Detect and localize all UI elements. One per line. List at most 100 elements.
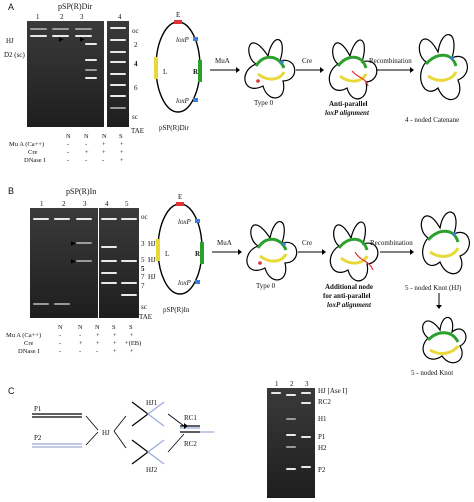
gel-a-main bbox=[27, 21, 104, 127]
gel-label-6: 6 bbox=[134, 84, 138, 92]
row-b-1-v3: + bbox=[113, 332, 117, 339]
plasmid-b-loxp1: loxP bbox=[178, 218, 191, 226]
caption-type0-a: Type 0 bbox=[254, 99, 274, 107]
band bbox=[301, 466, 311, 468]
gel-b-lanes45 bbox=[99, 208, 139, 318]
band bbox=[101, 282, 117, 284]
row-a-3-label: DNase I bbox=[24, 157, 46, 164]
band bbox=[121, 260, 137, 262]
band bbox=[75, 35, 92, 37]
row-a-3-v2: - bbox=[102, 157, 105, 164]
row-b-3-v2: - bbox=[96, 348, 99, 355]
plasmid-b-r: R bbox=[195, 250, 201, 258]
gel-b-main bbox=[30, 208, 98, 318]
gel-label-d2: D2 (sc) bbox=[4, 51, 25, 59]
band bbox=[110, 39, 126, 41]
band bbox=[54, 303, 70, 305]
row-b-3-label: DNase I bbox=[18, 348, 40, 355]
panel-a-letter: A bbox=[8, 2, 15, 12]
row-a-2-v2: + bbox=[102, 149, 106, 156]
plasmid-b-l: L bbox=[165, 250, 170, 258]
lane-num: 2 bbox=[60, 13, 64, 21]
gel-b-label: 7 bbox=[141, 273, 145, 281]
plasmid-a-l: L bbox=[163, 68, 168, 76]
band bbox=[33, 218, 49, 220]
band bbox=[30, 35, 47, 37]
band bbox=[121, 218, 137, 220]
lane-num: 4 bbox=[118, 13, 122, 21]
gel-c-label: RC2 bbox=[318, 398, 331, 406]
gel-c-label: P2 bbox=[318, 466, 326, 474]
band bbox=[101, 260, 117, 262]
band bbox=[110, 84, 126, 86]
row-b-1-v1: - bbox=[79, 332, 82, 339]
label-rc2: RC2 bbox=[184, 440, 197, 448]
band bbox=[301, 402, 311, 404]
step-muA-b: MuA bbox=[217, 239, 232, 247]
panel-b-title: pSP(R)In bbox=[66, 187, 97, 196]
panel-c-letter: C bbox=[8, 386, 15, 396]
row-a-1-v1: - bbox=[85, 141, 88, 148]
plasmid-b-loxp2: loxP bbox=[178, 279, 191, 287]
band bbox=[286, 446, 296, 448]
row-a-1-v3: + bbox=[120, 141, 124, 148]
plasmid-b-diagram bbox=[156, 202, 204, 295]
caption-result-a: 4 - noded Catenane bbox=[405, 116, 460, 124]
panel-b-letter: B bbox=[8, 186, 15, 196]
band bbox=[110, 51, 126, 53]
lane-num: 1 bbox=[40, 200, 44, 208]
e-marker bbox=[174, 20, 182, 24]
gel-c bbox=[267, 388, 315, 498]
gel-label-hj: HJ bbox=[6, 37, 14, 45]
plasmid-b-e: E bbox=[178, 193, 183, 201]
gel-c-label: H1 bbox=[318, 415, 327, 423]
band bbox=[271, 392, 281, 394]
gel-label-oc: oc bbox=[132, 27, 139, 35]
band bbox=[30, 28, 47, 30]
knot-hj-topology-b bbox=[420, 211, 470, 275]
plasmid-a-loxp2: loxP bbox=[176, 97, 189, 105]
band bbox=[101, 246, 117, 248]
gel-c-label: P1 bbox=[318, 433, 326, 441]
row-a-3-v0: - bbox=[67, 157, 70, 164]
lane-num: 4 bbox=[105, 200, 109, 208]
band bbox=[33, 303, 49, 305]
row-a-0-v2: N bbox=[102, 133, 107, 140]
band bbox=[286, 434, 296, 436]
lane-num: 1 bbox=[36, 13, 40, 21]
arrowhead-icon: ▶ bbox=[71, 241, 76, 247]
band bbox=[54, 218, 70, 220]
row-a-1-label: Mu A (Ca++) bbox=[9, 141, 45, 148]
row-b-2-v4: +(EB) bbox=[125, 340, 142, 347]
caption-result-b-2: 5 - noded Knot bbox=[411, 369, 454, 377]
caption-type0-b: Type 0 bbox=[256, 282, 276, 290]
row-b-3-v0: - bbox=[59, 348, 62, 355]
lane-num-c: 3 bbox=[305, 380, 309, 388]
step-cre-b: Cre bbox=[302, 239, 313, 247]
row-b-3-v1: - bbox=[79, 348, 82, 355]
row-b-1-v2: + bbox=[96, 332, 100, 339]
lane-num-c: 2 bbox=[290, 380, 294, 388]
label-hj2: HJ2 bbox=[146, 466, 158, 474]
row-b-2-v3: + bbox=[113, 340, 117, 347]
band bbox=[301, 392, 311, 394]
gel-label-tae: TAE bbox=[131, 127, 145, 135]
gel-b-label: HJ bbox=[148, 273, 156, 281]
arrow-icon bbox=[210, 67, 240, 73]
gel-b-label: 5 bbox=[141, 265, 145, 273]
band bbox=[75, 28, 92, 30]
row-b-1-v0: - bbox=[59, 332, 62, 339]
row-b-1-label: Mu A (Ca++) bbox=[6, 332, 42, 339]
gel-b-label: 3 bbox=[141, 240, 145, 248]
band bbox=[101, 272, 117, 274]
caption-anti-a-1: Anti-parallel bbox=[329, 100, 368, 108]
band bbox=[301, 436, 311, 438]
arrow-icon bbox=[296, 67, 324, 73]
caption-anti-a-2: loxP alignment bbox=[325, 109, 369, 117]
band bbox=[52, 28, 69, 30]
row-b-3-v4: + bbox=[130, 348, 134, 355]
gel-label-2: 2 bbox=[134, 41, 138, 49]
band bbox=[76, 260, 92, 262]
hj-resolution-diagram bbox=[32, 401, 214, 465]
label-p2: P2 bbox=[34, 434, 42, 442]
